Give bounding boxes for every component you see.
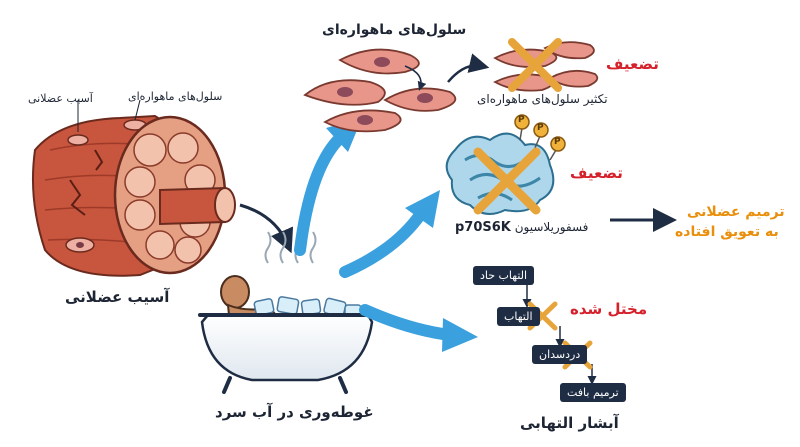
cascade-step-inflammation: التهاب	[497, 307, 540, 326]
bath-title: غوطه‌وری در آب سرد	[215, 403, 374, 421]
phospho-mark-3: P	[554, 137, 561, 147]
phospho-mark-2: P	[537, 123, 544, 133]
cascade-step-acute-inflammation: التهاب حاد	[473, 266, 535, 285]
label-satellite-cells-small: سلول‌های ماهواره‌ای	[128, 90, 223, 103]
satellite-effect-label: تضعیف	[606, 55, 659, 73]
protein-branch-caption: فسفوریلاسیون p70S6K	[455, 220, 588, 235]
protein-illustration	[445, 114, 566, 215]
inflammation-title: آبشار التهابی	[520, 414, 619, 432]
satellite-cells-illustration	[303, 38, 599, 133]
satellite-branch-title: سلول‌های ماهواره‌ای	[322, 22, 467, 38]
arrow-muscle-to-bath	[239, 203, 294, 254]
outcome-line-2: به تعویق افتاده	[675, 224, 779, 240]
cascade-connectors	[522, 283, 597, 385]
inflammation-effect-label: مختل شده	[570, 300, 648, 318]
protein-caption-text: فسفوریلاسیون	[514, 220, 589, 234]
outcome-line-1: ترمیم عضلانی	[687, 204, 785, 220]
phospho-mark-1: P	[518, 115, 525, 125]
bathtub-illustration	[198, 231, 374, 394]
branch-arrows	[294, 118, 478, 352]
cascade-step-tissue-repair: ترمیم بافت	[560, 383, 626, 402]
protein-effect-label: تضعیف	[570, 164, 623, 182]
label-muscle-damage-small: آسیب عضلانی	[28, 92, 93, 105]
muscle-illustration	[31, 99, 236, 277]
muscle-title: آسیب عضلانی	[65, 288, 170, 306]
protein-caption-bold: p70S6K	[455, 220, 511, 235]
cascade-step-pain: درد‌سدان	[532, 345, 588, 364]
satellite-branch-caption: تکثیر سلول‌های ماهواره‌ای	[477, 92, 608, 106]
